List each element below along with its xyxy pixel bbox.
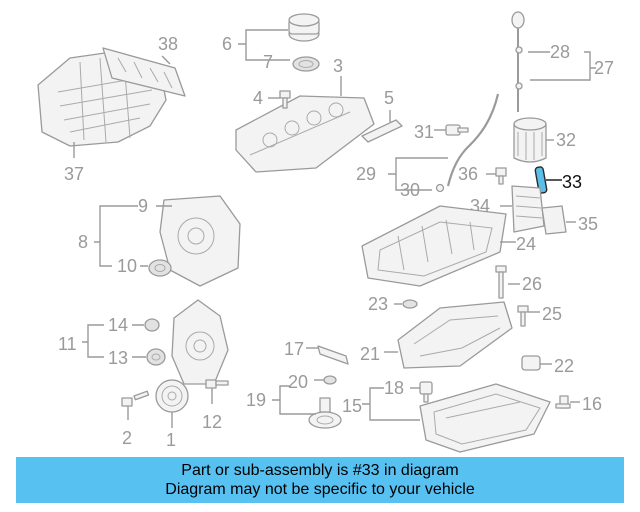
callout-27[interactable]: 27: [594, 58, 614, 78]
part-bracket-5[interactable]: [361, 119, 403, 143]
part-bolt-12[interactable]: [205, 379, 229, 389]
callout-33[interactable]: 33: [562, 172, 582, 192]
callout-29[interactable]: 29: [356, 164, 376, 184]
part-oil-pickup[interactable]: [308, 397, 342, 429]
part-oil-filler-cap[interactable]: [288, 13, 320, 42]
part-bolt-4[interactable]: [279, 90, 291, 109]
callout-14[interactable]: 14: [108, 315, 128, 335]
part-drain-bolt-16[interactable]: [555, 395, 571, 409]
callout-21[interactable]: 21: [360, 344, 380, 364]
part-crankshaft-pulley[interactable]: [155, 379, 189, 413]
callout-38[interactable]: 38: [158, 34, 178, 54]
part-seal-13[interactable]: [146, 348, 166, 366]
part-oil-sensor-31[interactable]: [445, 124, 469, 136]
callout-12[interactable]: 12: [202, 412, 222, 432]
callout-7[interactable]: 7: [263, 52, 273, 72]
callout-22[interactable]: 22: [554, 356, 574, 376]
part-bracket-17[interactable]: [317, 345, 349, 365]
part-dipstick[interactable]: [511, 11, 525, 112]
callout-13[interactable]: 13: [108, 348, 128, 368]
part-bolt-36[interactable]: [495, 167, 507, 185]
part-filter-housing[interactable]: [511, 185, 545, 233]
callout-31[interactable]: 31: [414, 122, 434, 142]
callout-9[interactable]: 9: [138, 196, 148, 216]
part-oil-filter[interactable]: [513, 117, 547, 163]
part-timing-cover-lower[interactable]: [171, 299, 229, 385]
callout-11[interactable]: 11: [58, 334, 77, 354]
part-clip-30[interactable]: [435, 183, 445, 193]
part-bolt-2[interactable]: [121, 390, 150, 407]
part-drain-plug-22[interactable]: [521, 355, 541, 371]
callout-16[interactable]: 16: [582, 394, 602, 414]
callout-32[interactable]: 32: [556, 130, 576, 150]
part-bolt-25[interactable]: [517, 305, 529, 327]
callout-1[interactable]: 1: [166, 430, 176, 450]
part-cap-seal[interactable]: [292, 56, 320, 72]
part-baffle[interactable]: [397, 301, 513, 369]
callout-25[interactable]: 25: [542, 304, 562, 324]
callout-26[interactable]: 26: [522, 274, 542, 294]
callout-18[interactable]: 18: [384, 378, 404, 398]
callout-8[interactable]: 8: [78, 232, 88, 252]
callout-20[interactable]: 20: [288, 372, 308, 392]
banner-line-disclaimer: Diagram may not be specific to your vehi…: [165, 481, 475, 498]
part-gasket-35[interactable]: [541, 205, 567, 235]
callout-2[interactable]: 2: [122, 428, 132, 448]
callout-5[interactable]: 5: [384, 88, 394, 108]
part-sensor-18[interactable]: [419, 381, 433, 403]
callout-28[interactable]: 28: [550, 42, 570, 62]
part-dipstick-tube[interactable]: [446, 93, 500, 187]
callout-4[interactable]: 4: [253, 88, 263, 108]
callout-24[interactable]: 24: [516, 234, 536, 254]
callout-30[interactable]: 30: [400, 180, 420, 200]
callout-17[interactable]: 17: [284, 339, 304, 359]
callout-36[interactable]: 36: [458, 164, 478, 184]
callout-23[interactable]: 23: [368, 294, 388, 314]
callout-6[interactable]: 6: [222, 34, 232, 54]
part-seal-14[interactable]: [144, 318, 160, 332]
callout-10[interactable]: 10: [117, 256, 137, 276]
callout-35[interactable]: 35: [578, 214, 598, 234]
banner-line-part: Part or sub-assembly is #33 in diagram: [181, 462, 459, 479]
callout-19[interactable]: 19: [246, 390, 266, 410]
part-timing-cover-upper[interactable]: [159, 195, 241, 287]
part-seal-23[interactable]: [402, 299, 418, 309]
callout-37[interactable]: 37: [64, 164, 84, 184]
part-upper-oil-pan[interactable]: [361, 205, 507, 287]
info-banner: Part or sub-assembly is #33 in diagram D…: [16, 457, 624, 503]
part-33-highlighted[interactable]: [534, 166, 548, 194]
part-intake-gasket[interactable]: [102, 47, 186, 97]
exploded-parts-diagram: 38 37 6 7 3 4 5 29 30: [37, 11, 614, 453]
part-ring-20[interactable]: [323, 375, 337, 385]
callout-15[interactable]: 15: [342, 396, 362, 416]
part-lower-oil-pan[interactable]: [419, 383, 551, 453]
part-valve-cover[interactable]: [235, 95, 375, 173]
part-bolt-26[interactable]: [495, 265, 507, 299]
callout-3[interactable]: 3: [333, 56, 343, 76]
part-seal-10[interactable]: [148, 259, 172, 277]
